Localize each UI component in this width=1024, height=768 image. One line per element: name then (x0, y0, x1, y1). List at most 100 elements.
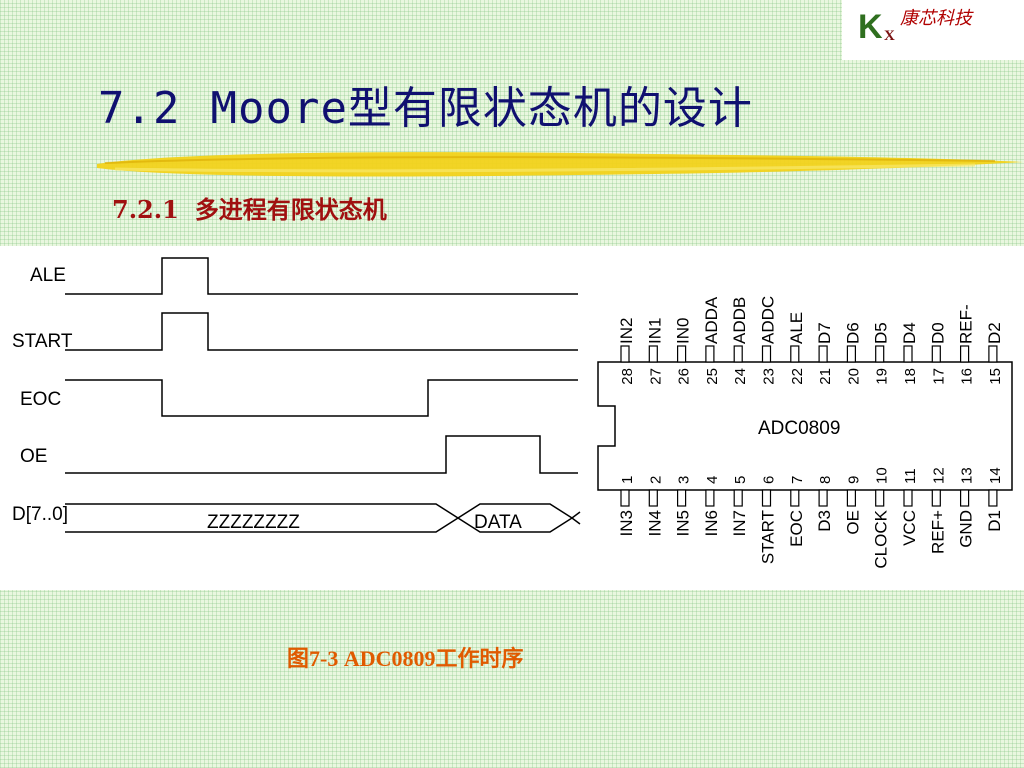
top-pin-19-label: D5 (872, 322, 891, 344)
signal-label-oe: OE (20, 446, 47, 467)
top-pin-26-number: 26 (676, 368, 693, 385)
figure-caption: 图7-3 ADC0809工作时序 (287, 646, 524, 671)
adc0809-chip: ADC0809 IN228IN127IN026ADDA25ADDB24ADDC2… (597, 296, 1013, 569)
bottom-pin-8-number: 8 (817, 476, 834, 484)
bottom-pin-4-lead (705, 489, 715, 507)
bottom-pin-7-lead (790, 489, 800, 507)
top-pin-23-label: ADDC (759, 296, 778, 344)
top-pin-24-number: 24 (732, 368, 749, 385)
top-pin-17-lead (931, 345, 941, 363)
subtitle-text: 多进程有限状态机 (194, 195, 387, 224)
top-pin-27-lead (648, 345, 658, 363)
top-pin-22-number: 22 (789, 368, 806, 385)
top-pin-27-number: 27 (647, 368, 664, 385)
bottom-pin-10-lead (875, 489, 885, 507)
logo: K X 康芯科技 (842, 0, 1024, 60)
top-pin-26-label: IN0 (674, 318, 693, 344)
title-underline-brush (97, 152, 1023, 177)
top-pin-23-number: 23 (761, 368, 778, 385)
top-pin-20-lead (846, 345, 857, 363)
top-pin-23-lead (761, 345, 772, 363)
bottom-pin-2-label: IN4 (645, 510, 664, 536)
logo-k-mark: K (858, 8, 883, 46)
bottom-pin-7-label: EOC (787, 510, 806, 547)
bottom-pin-14-number: 14 (987, 467, 1004, 484)
bottom-pin-6-label: START (759, 510, 778, 564)
figure-svg: ALE START EOC OE D[7..0] ZZZZZZZZ DATA A… (12, 257, 1013, 569)
bottom-pin-9-label: OE (843, 510, 862, 535)
bottom-pin-3-label: IN5 (674, 510, 693, 536)
bottom-pin-12-number: 12 (930, 467, 947, 484)
top-pin-25-lead (705, 345, 715, 363)
page-title: 7.2 Moore型有限状态机的设计 (98, 72, 753, 136)
bottom-pin-8-lead (818, 489, 828, 507)
subtitle-number: 7.2.1 (112, 195, 179, 224)
bottom-pin-14-lead (988, 489, 998, 507)
top-pin-22-lead (790, 345, 800, 363)
top-pin-18-lead (903, 345, 913, 363)
bottom-pin-4-label: IN6 (702, 510, 721, 536)
top-pin-25-label: ADDA (702, 296, 721, 344)
title-text: Moore型有限状态机的设计 (210, 83, 753, 134)
title-number: 7.2 (98, 83, 181, 134)
bottom-pin-14-label: D1 (985, 510, 1004, 532)
top-pin-28-lead (620, 345, 630, 363)
waveform-oe (65, 435, 578, 474)
top-pin-26-lead (676, 345, 687, 363)
timing-diagram: ALE START EOC OE D[7..0] ZZZZZZZZ DATA (12, 257, 581, 533)
top-pin-16-number: 16 (959, 368, 976, 385)
bottom-pin-11-lead (903, 489, 913, 507)
bottom-pin-3-number: 3 (676, 476, 693, 484)
top-pin-27-label: IN1 (645, 318, 664, 344)
top-pin-20-number: 20 (845, 368, 862, 385)
adc-timing-figure: ALE START EOC OE D[7..0] ZZZZZZZZ DATA A… (0, 246, 1024, 590)
top-pin-24-lead (733, 345, 743, 363)
bottom-pin-1-number: 1 (619, 476, 636, 484)
top-pin-24-label: ADDB (730, 297, 749, 344)
top-pin-18-number: 18 (902, 368, 919, 385)
bottom-pin-2-lead (648, 489, 658, 507)
bus-value-data: DATA (474, 512, 522, 533)
top-pin-17-number: 17 (930, 368, 947, 385)
top-pin-16-lead (959, 345, 970, 363)
bottom-pin-10-number: 10 (874, 467, 891, 484)
top-pin-21-lead (818, 345, 828, 363)
top-pin-22-label: ALE (787, 312, 806, 344)
bottom-pin-1-label: IN3 (617, 510, 636, 536)
top-pin-15-number: 15 (987, 368, 1004, 385)
bus-value-highz: ZZZZZZZZ (207, 512, 300, 533)
top-pin-row: IN228IN127IN026ADDA25ADDB24ADDC23ALE22D7… (617, 296, 1004, 385)
top-pin-28-number: 28 (619, 368, 636, 385)
bottom-pin-11-number: 11 (902, 468, 919, 484)
logo-brand-text: 康芯科技 (900, 8, 972, 29)
waveform-data-bus (65, 503, 581, 533)
chip-body (597, 361, 1013, 491)
waveform-start (65, 312, 578, 351)
section-subtitle: 7.2.1 多进程有限状态机 (112, 190, 387, 225)
logo-x-mark: X (884, 28, 895, 44)
bottom-pin-1-lead (620, 489, 630, 507)
top-pin-15-lead (988, 345, 998, 363)
bottom-pin-7-number: 7 (789, 476, 806, 484)
chip-name: ADC0809 (758, 418, 840, 439)
signal-label-data-bus: D[7..0] (12, 504, 68, 525)
top-pin-17-label: D0 (928, 322, 947, 344)
waveform-eoc (65, 379, 578, 417)
top-pin-19-number: 19 (874, 368, 891, 385)
top-pin-21-number: 21 (817, 368, 834, 385)
bottom-pin-row: 1IN32IN43IN54IN65IN76START7EOC8D39OE10CL… (617, 467, 1004, 568)
top-pin-25-number: 25 (704, 368, 721, 385)
bottom-pin-2-number: 2 (647, 476, 664, 484)
signal-label-eoc: EOC (20, 389, 61, 410)
bottom-pin-13-number: 13 (959, 467, 976, 484)
bottom-pin-6-number: 6 (761, 476, 778, 484)
top-pin-21-label: D7 (815, 322, 834, 344)
bottom-pin-10-label: CLOCK (872, 509, 891, 568)
top-pin-20-label: D6 (843, 322, 862, 344)
waveform-ale (65, 257, 578, 295)
bottom-pin-12-label: REF+ (928, 510, 947, 554)
bottom-pin-3-lead (676, 489, 687, 507)
bottom-pin-11-label: VCC (900, 510, 919, 546)
top-pin-18-label: D4 (900, 322, 919, 344)
bottom-pin-9-number: 9 (845, 476, 862, 484)
